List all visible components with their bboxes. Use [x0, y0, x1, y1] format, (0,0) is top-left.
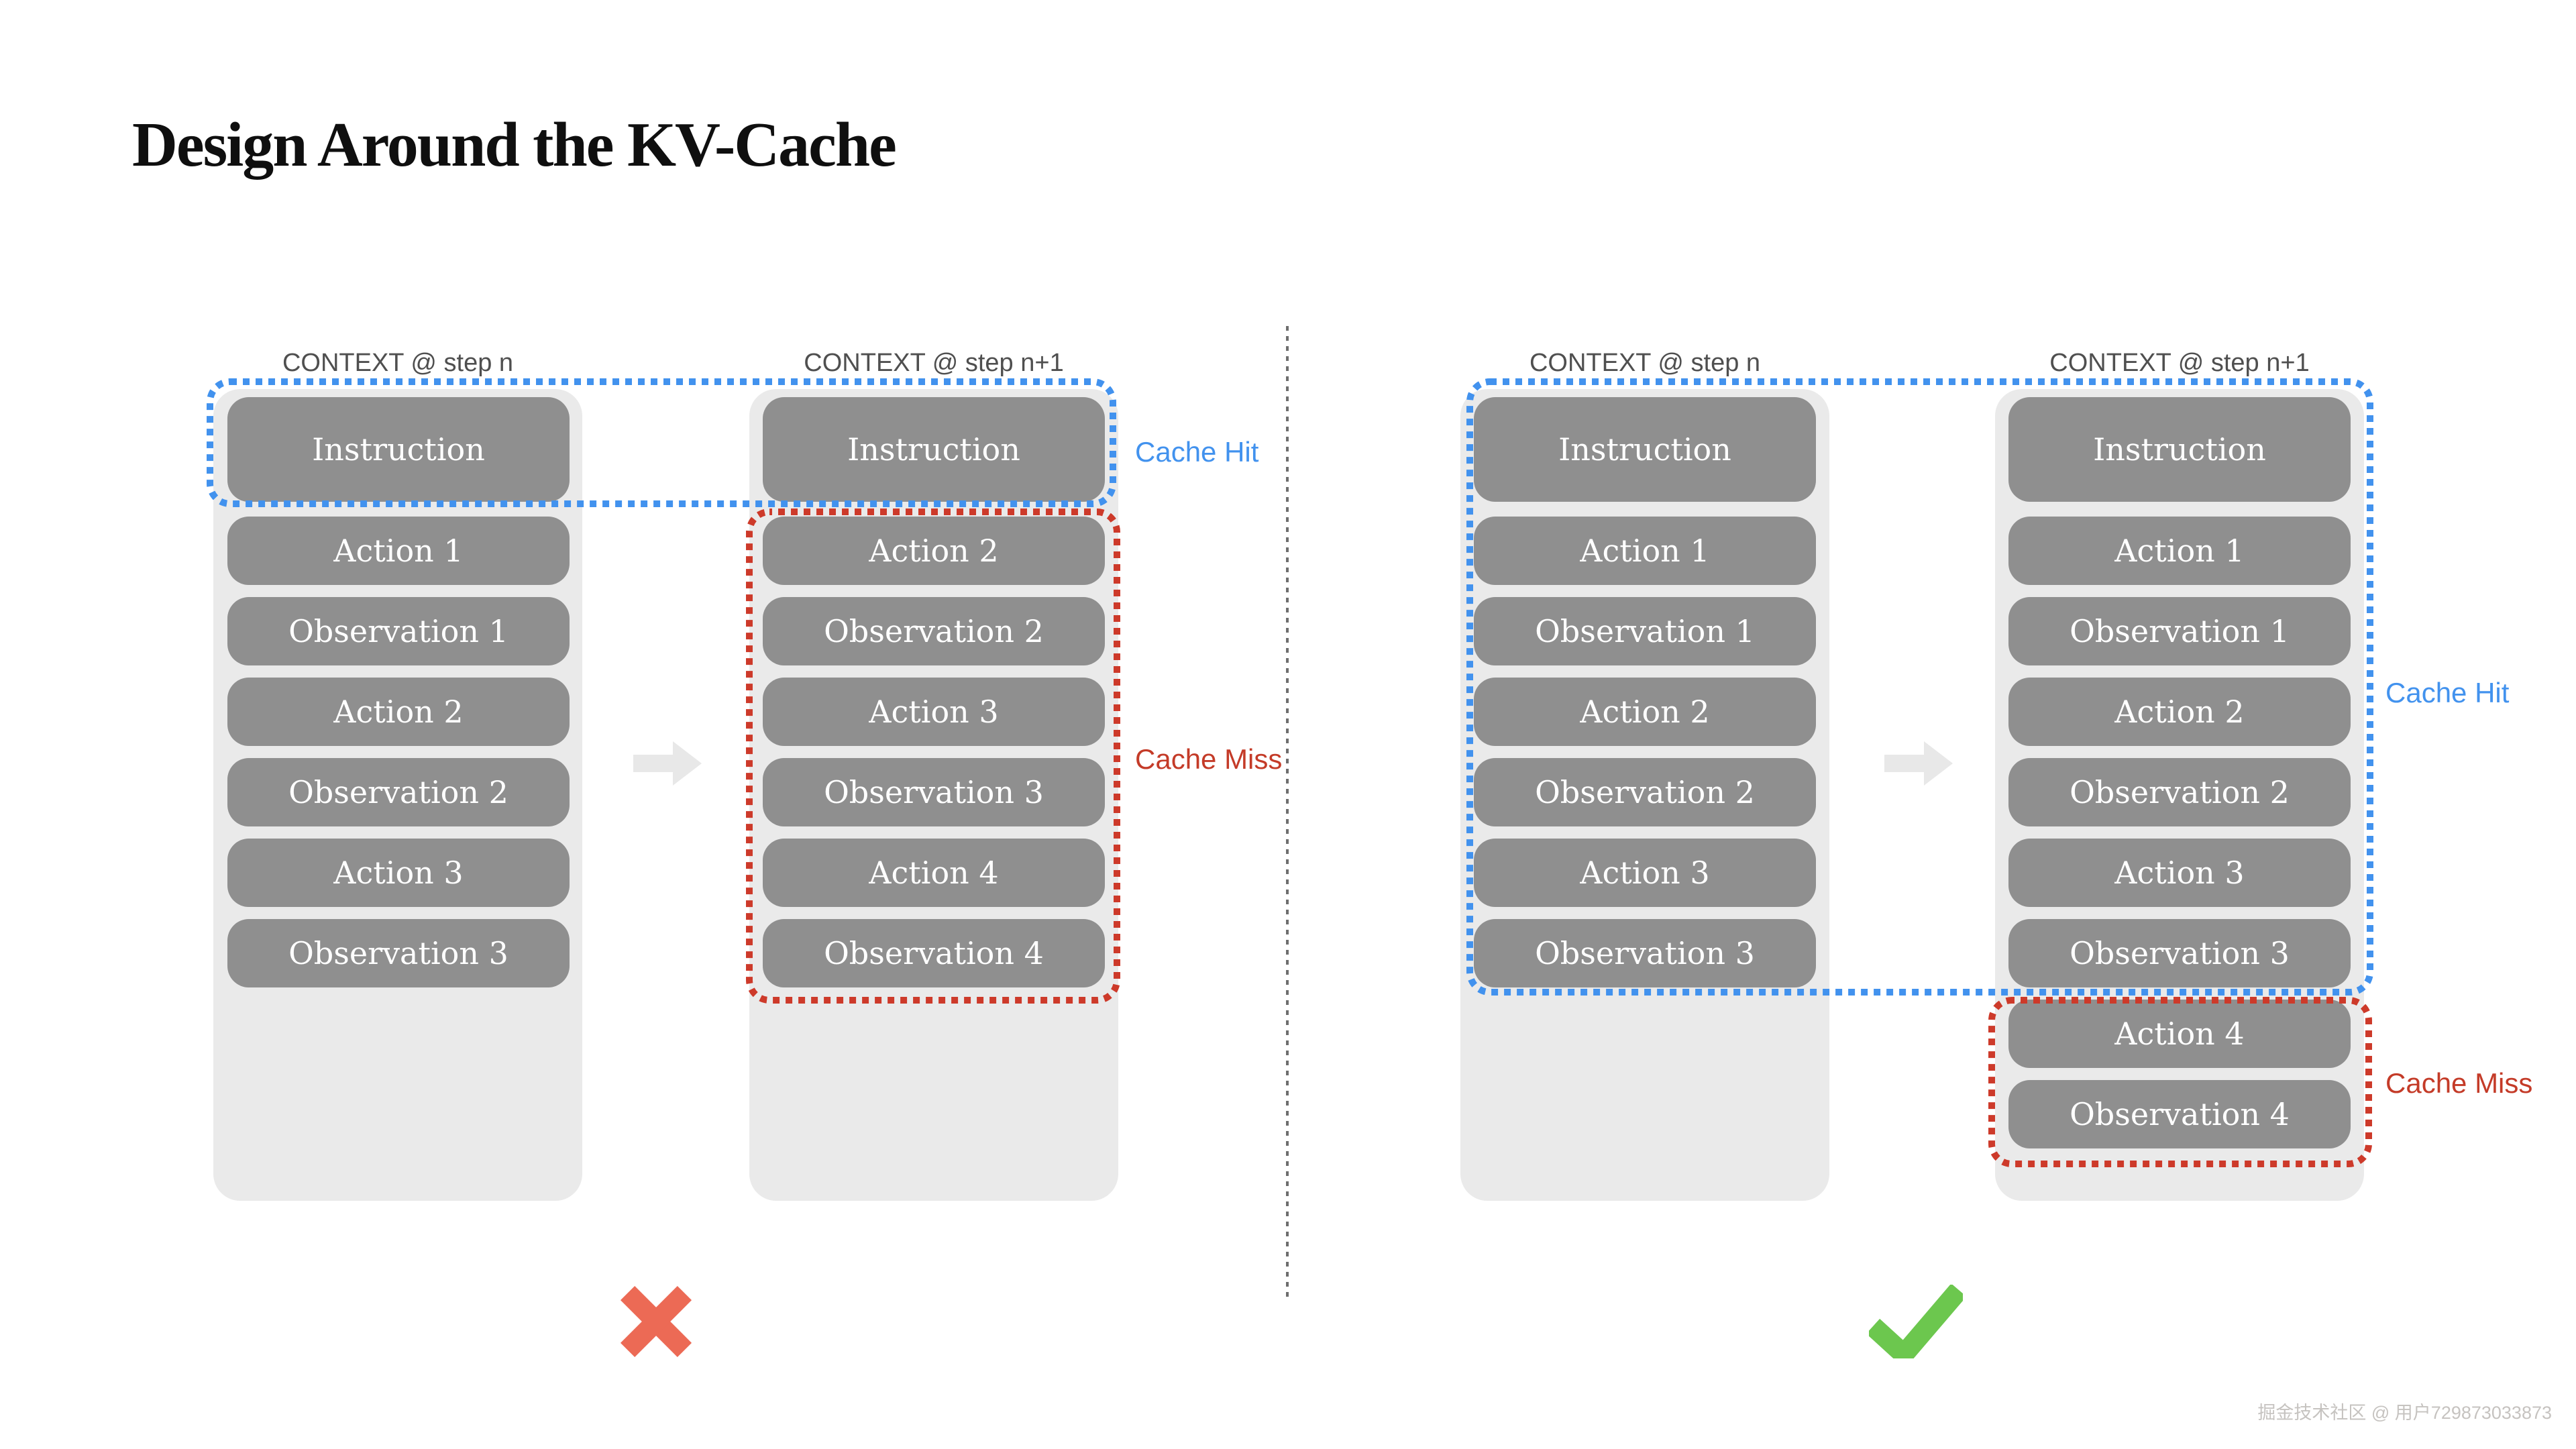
context-block: Action 3	[1474, 839, 1816, 907]
right-arrow-icon	[1884, 741, 1953, 786]
context-block: Action 3	[763, 678, 1105, 746]
context-block: Action 1	[1474, 517, 1816, 585]
column-header-step-n: CONTEXT @ step n	[1529, 349, 1761, 377]
context-block: Observation 3	[1474, 919, 1816, 987]
right-arrow-icon	[633, 741, 702, 786]
check-icon	[1869, 1285, 1963, 1358]
context-block: Observation 3	[763, 758, 1105, 826]
context-block: Observation 3	[2008, 919, 2351, 987]
cache-miss-label: Cache Miss	[2385, 1067, 2533, 1099]
context-block: Action 3	[2008, 839, 2351, 907]
context-block: Instruction	[763, 397, 1105, 502]
context-block: Observation 1	[227, 597, 570, 665]
watermark: 掘金技术社区 @ 用户729873033873	[2257, 1403, 2552, 1423]
context-block: Observation 2	[1474, 758, 1816, 826]
context-block: Action 2	[2008, 678, 2351, 746]
context-block: Action 2	[763, 517, 1105, 585]
context-block: Observation 1	[2008, 597, 2351, 665]
context-block: Action 2	[227, 678, 570, 746]
context-block: Observation 2	[2008, 758, 2351, 826]
context-block: Observation 4	[2008, 1080, 2351, 1148]
cache-hit-label: Cache Hit	[2385, 677, 2510, 708]
context-block: Action 1	[227, 517, 570, 585]
context-block: Action 1	[2008, 517, 2351, 585]
cache-miss-label: Cache Miss	[1135, 743, 1283, 775]
context-block: Action 2	[1474, 678, 1816, 746]
cache-hit-label: Cache Hit	[1135, 436, 1259, 468]
context-block: Observation 4	[763, 919, 1105, 987]
context-block: Instruction	[2008, 397, 2351, 502]
context-block: Action 4	[763, 839, 1105, 907]
context-block: Instruction	[227, 397, 570, 502]
context-block: Action 4	[2008, 1000, 2351, 1068]
context-block: Instruction	[1474, 397, 1816, 502]
page-title: Design Around the KV-Cache	[132, 110, 897, 180]
panel-divider	[1286, 326, 1289, 1299]
context-block: Observation 1	[1474, 597, 1816, 665]
cross-icon	[616, 1281, 696, 1362]
context-block: Observation 2	[763, 597, 1105, 665]
column-header-step-n1: CONTEXT @ step n+1	[804, 349, 1064, 377]
column-header-step-n: CONTEXT @ step n	[282, 349, 514, 377]
context-block: Action 3	[227, 839, 570, 907]
column-header-step-n1: CONTEXT @ step n+1	[2049, 349, 2310, 377]
context-block: Observation 3	[227, 919, 570, 987]
context-block: Observation 2	[227, 758, 570, 826]
